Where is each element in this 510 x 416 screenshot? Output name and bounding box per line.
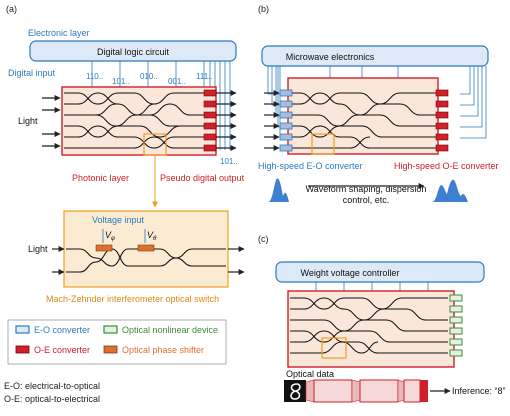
input-waveform (262, 178, 300, 202)
weight-controller-label: Weight voltage controller (301, 268, 400, 278)
v-phi-symbol: Vφ (105, 230, 115, 242)
panel-a: (a) Electronic layer Digital logic circu… (6, 4, 245, 304)
output-waveform (428, 179, 476, 202)
legend-nonlinear-swatch (103, 325, 118, 334)
oe-converter (435, 144, 449, 152)
legend-eo-swatch (15, 325, 30, 334)
bit-label: 111.. (196, 72, 213, 81)
phase-shifter-theta (137, 244, 155, 252)
bit-label: 110.. (86, 72, 103, 81)
processing-caption-2: control, etc. (343, 195, 390, 205)
nonlinear-device (449, 349, 463, 357)
phase-shifter-phi (95, 244, 113, 252)
electronic-layer-label: Electronic layer (28, 28, 90, 38)
waveguide-mesh-c (290, 297, 448, 354)
legend-eo-label: E-O converter (34, 325, 90, 335)
legend-oe-swatch (15, 345, 30, 354)
oe-converter (203, 100, 217, 108)
eo-converter (279, 133, 293, 141)
nonlinear-device (449, 327, 463, 335)
mzi-waveguides (66, 248, 226, 273)
oe-converter (435, 133, 449, 141)
layer-stack-c (305, 379, 428, 403)
oe-converter (203, 111, 217, 119)
panel-b-label: (b) (258, 4, 269, 14)
waveguide-mesh-a (64, 92, 204, 149)
eo-converter-label: High-speed E-O converter (258, 161, 363, 171)
eo-converters-b (279, 89, 293, 152)
nonlinear-device (449, 316, 463, 324)
panel-c-label: (c) (258, 234, 269, 244)
oe-converter (203, 144, 217, 152)
oe-converter (435, 89, 449, 97)
oe-converters-a (203, 89, 217, 152)
legend-nonlinear-label: Optical nonlinear device (122, 325, 218, 335)
light-label-a: Light (18, 116, 38, 126)
bit-labels: 110.. 101.. 010.. 001.. 111.. (86, 72, 213, 86)
legend-phase-swatch (103, 345, 118, 354)
voltage-input-label: Voltage input (92, 215, 145, 225)
digital-logic-label: Digital logic circuit (97, 47, 170, 57)
eo-converter (279, 111, 293, 119)
voltage-wires (102, 229, 146, 243)
panel-c: (c) Weight voltage controller Optical (258, 234, 506, 403)
input-arrows-b (264, 90, 280, 151)
microwave-box (261, 45, 489, 67)
weight-controller-box (275, 261, 485, 283)
photonic-chip (61, 86, 217, 156)
photonic-chip-b (287, 77, 439, 155)
nonlinear-device (449, 305, 463, 313)
switch-light-label: Light (28, 244, 48, 254)
switch-arrows (52, 246, 245, 275)
inference-label: Inference: “8” (452, 386, 506, 396)
bit-label: 101.. (112, 77, 130, 86)
waveguide-mesh-b (288, 92, 438, 149)
panel-a-label: (a) (6, 4, 17, 14)
oe-converter (203, 122, 217, 130)
eo-converter (279, 122, 293, 130)
bit-label: 010.. (140, 72, 158, 81)
oe-converter (203, 133, 217, 141)
v-theta-symbol: Vθ (147, 230, 157, 242)
panel-b: (b) Microwave electronics (258, 4, 499, 205)
digital-input-label: Digital input (8, 68, 56, 78)
microwave-label: Microwave electronics (286, 52, 375, 62)
photonic-layer-label: Photonic layer (72, 173, 129, 183)
oe-converter (435, 111, 449, 119)
pseudo-digital-output-label: Pseudo digital output (160, 173, 245, 183)
legend-oe-label: O-E converter (34, 345, 90, 355)
oe-converters-b (435, 89, 449, 152)
oe-converter (435, 100, 449, 108)
processing-caption-1: Waveform shaping, dispersion (306, 184, 427, 194)
footnote-oe: O-E: optical-to-electrical (4, 394, 100, 404)
oe-converter-label: High-speed O-E converter (394, 161, 499, 171)
mzi-caption: Mach-Zehnder interferometer optical swit… (46, 294, 219, 304)
switch-highlight (143, 133, 167, 156)
legend: E-O converter Optical nonlinear device O… (7, 319, 227, 365)
eo-converter (279, 100, 293, 108)
legend-phase-label: Optical phase shifter (122, 345, 204, 355)
switch-highlight-b (311, 133, 335, 155)
oe-converter (435, 122, 449, 130)
digital-logic-box (29, 40, 237, 62)
output-bits-label: 101.. (220, 157, 238, 166)
footnote-eo: E-O: electrical-to-optical (4, 381, 100, 391)
oe-converter (203, 89, 217, 97)
switch-highlight-c (321, 337, 347, 359)
optical-data-label: Optical data (286, 369, 334, 379)
bit-label: 001.. (168, 77, 186, 86)
nonlinear-device (449, 338, 463, 346)
output-arrows-a (216, 90, 237, 151)
eo-converter (279, 144, 293, 152)
eo-converter (279, 89, 293, 97)
nonlinear-device (449, 294, 463, 302)
nonlinear-devices-c (449, 294, 463, 357)
input-light-arrows (42, 95, 61, 149)
digit-eight-glyph (290, 383, 301, 400)
photonic-chip-c (287, 290, 455, 368)
